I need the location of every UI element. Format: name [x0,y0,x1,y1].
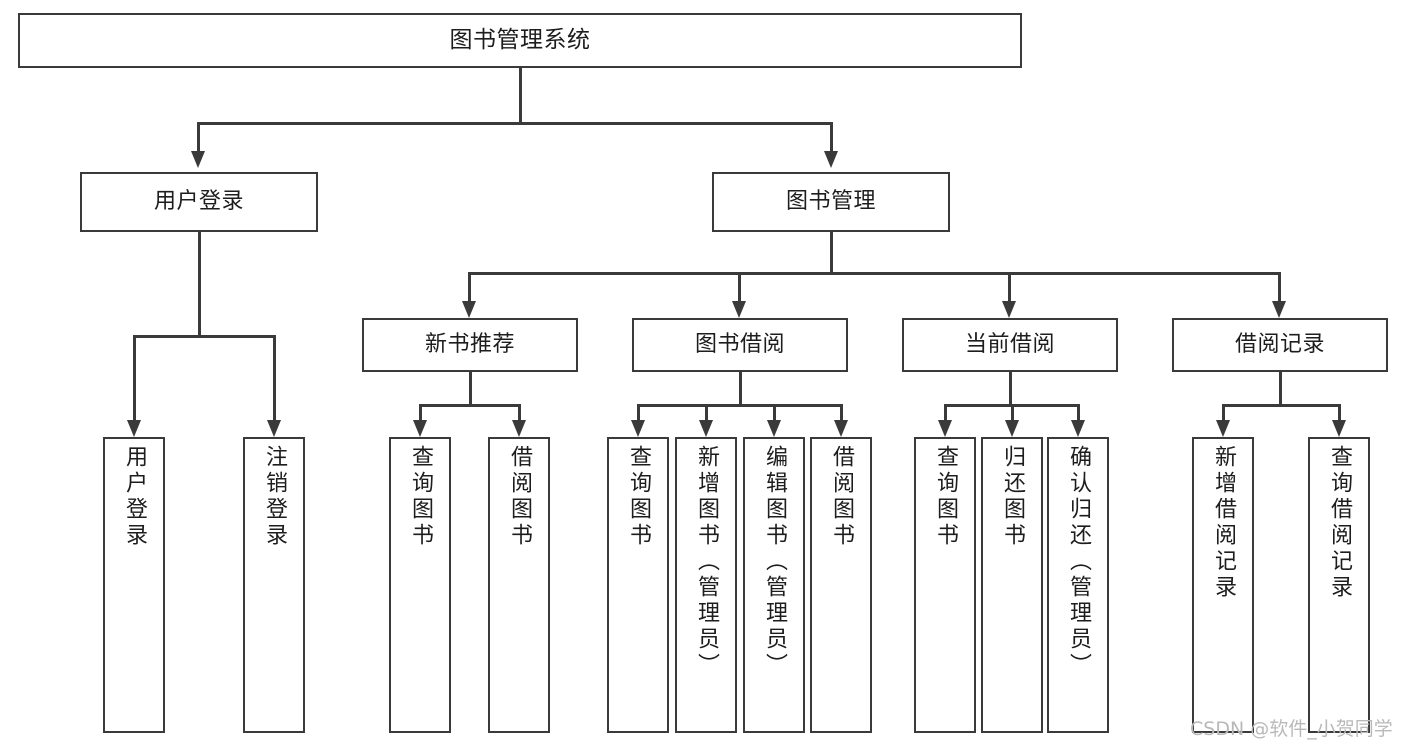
connector-bookborrow-bus [637,404,842,407]
leaf-label: 查询图书 [626,445,651,549]
leaf-query-book-current[interactable]: 查询图书 [914,437,976,733]
node-new-book-recommend[interactable]: 新书推荐 [362,318,578,372]
arrowhead-newbook-leaf-2 [512,420,526,437]
leaf-label: 归还图书 [1000,445,1025,549]
node-label: 用户登录 [153,188,244,214]
node-label: 图书管理 [785,188,876,214]
connector-bookborrow-drop-1 [637,404,640,422]
arrowhead-book-manage [824,151,838,168]
connector-bookmgmt-drop-4 [1278,272,1281,301]
leaf-add-book-admin[interactable]: 新增图书（管理员） [675,437,737,733]
connector-borrowrecord-bus [1222,404,1340,407]
arrowhead-currentborrow-leaf-2 [1005,420,1019,437]
arrowhead-borrowrecord-leaf-2 [1332,420,1346,437]
arrowhead-currentborrow-leaf-1 [938,420,952,437]
connector-newbook-stem [469,372,472,406]
arrowhead-borrowrecord-leaf-1 [1216,420,1230,437]
leaf-label: 新增借阅记录 [1211,445,1236,601]
leaf-label: 用户登录 [122,445,147,549]
connector-root-bus [197,122,832,125]
leaf-query-book-borrow[interactable]: 查询图书 [607,437,669,733]
connector-currentborrow-drop-2 [1011,404,1014,422]
node-label: 当前借阅 [964,331,1055,357]
leaf-label: 编辑图书（管理员） [762,445,787,679]
connector-bookborrow-stem [739,372,742,406]
connector-newbook-drop-1 [419,404,422,422]
arrowhead-leaf-logout [267,420,281,437]
leaf-logout[interactable]: 注销登录 [243,437,305,733]
connector-root-drop-right [830,122,833,151]
connector-userlogin-drop-1 [133,335,136,420]
node-label: 借阅记录 [1234,331,1325,357]
arrowhead-borrow-record [1272,301,1286,318]
node-current-borrow[interactable]: 当前借阅 [902,318,1118,372]
connector-currentborrow-drop-1 [944,404,947,422]
leaf-label: 查询图书 [408,445,433,549]
node-borrow-record[interactable]: 借阅记录 [1172,318,1388,372]
arrowhead-currentborrow-leaf-3 [1071,420,1085,437]
arrowhead-bookborrow-leaf-3 [767,420,781,437]
connector-userlogin-bus [133,335,275,338]
watermark-text: CSDN @软件_小贺同学 [1190,718,1393,740]
arrowhead-bookborrow-leaf-4 [834,420,848,437]
connector-bookborrow-drop-2 [705,404,708,422]
leaf-add-borrow-record[interactable]: 新增借阅记录 [1192,437,1254,733]
node-label: 图书借阅 [694,331,785,357]
arrowhead-bookborrow-leaf-1 [631,420,645,437]
connector-bookmgmt-drop-1 [468,272,471,301]
connector-borrowrecord-stem [1279,372,1282,406]
connector-newbook-drop-2 [518,404,521,422]
leaf-borrow-book-recommend[interactable]: 借阅图书 [488,437,550,733]
connector-bookmgmt-stem [830,232,833,274]
connector-bookmgmt-bus [468,272,1280,275]
arrowhead-user-login [191,151,205,168]
node-label: 图书管理系统 [449,26,591,53]
connector-borrowrecord-drop-1 [1222,404,1225,422]
leaf-query-borrow-record[interactable]: 查询借阅记录 [1308,437,1370,733]
connector-userlogin-stem [198,232,201,336]
connector-bookborrow-drop-3 [773,404,776,422]
leaf-user-login[interactable]: 用户登录 [103,437,165,733]
arrowhead-current-borrow [1002,301,1016,318]
leaf-borrow-book[interactable]: 借阅图书 [810,437,872,733]
arrowhead-newbook-leaf-1 [413,420,427,437]
arrowhead-leaf-user-login [127,420,141,437]
connector-newbook-bus [419,404,520,407]
node-book-borrow[interactable]: 图书借阅 [632,318,848,372]
node-book-management[interactable]: 图书管理 [712,172,950,232]
leaf-label: 借阅图书 [507,445,532,549]
leaf-edit-book-admin[interactable]: 编辑图书（管理员） [743,437,805,733]
connector-root-stem [519,68,522,124]
connector-root-drop-left [197,122,200,151]
leaf-label: 新增图书（管理员） [694,445,719,679]
leaf-label: 查询借阅记录 [1327,445,1352,601]
connector-currentborrow-stem [1009,372,1012,406]
leaf-label: 确认归还（管理员） [1066,445,1091,679]
connector-borrowrecord-drop-2 [1338,404,1341,422]
node-user-login[interactable]: 用户登录 [80,172,318,232]
leaf-query-book-recommend[interactable]: 查询图书 [389,437,451,733]
leaf-label: 查询图书 [933,445,958,549]
node-label: 新书推荐 [424,331,515,357]
connector-userlogin-drop-2 [273,335,276,420]
arrowhead-book-borrow [732,301,746,318]
connector-bookmgmt-drop-3 [1008,272,1011,301]
connector-bookborrow-drop-4 [840,404,843,422]
leaf-label: 注销登录 [262,445,287,549]
leaf-label: 借阅图书 [829,445,854,549]
connector-currentborrow-drop-3 [1077,404,1080,422]
node-root-system[interactable]: 图书管理系统 [18,13,1022,68]
arrowhead-bookborrow-leaf-2 [699,420,713,437]
leaf-confirm-return-admin[interactable]: 确认归还（管理员） [1047,437,1109,733]
connector-bookmgmt-drop-2 [738,272,741,301]
arrowhead-new-book [462,301,476,318]
leaf-return-book[interactable]: 归还图书 [981,437,1043,733]
